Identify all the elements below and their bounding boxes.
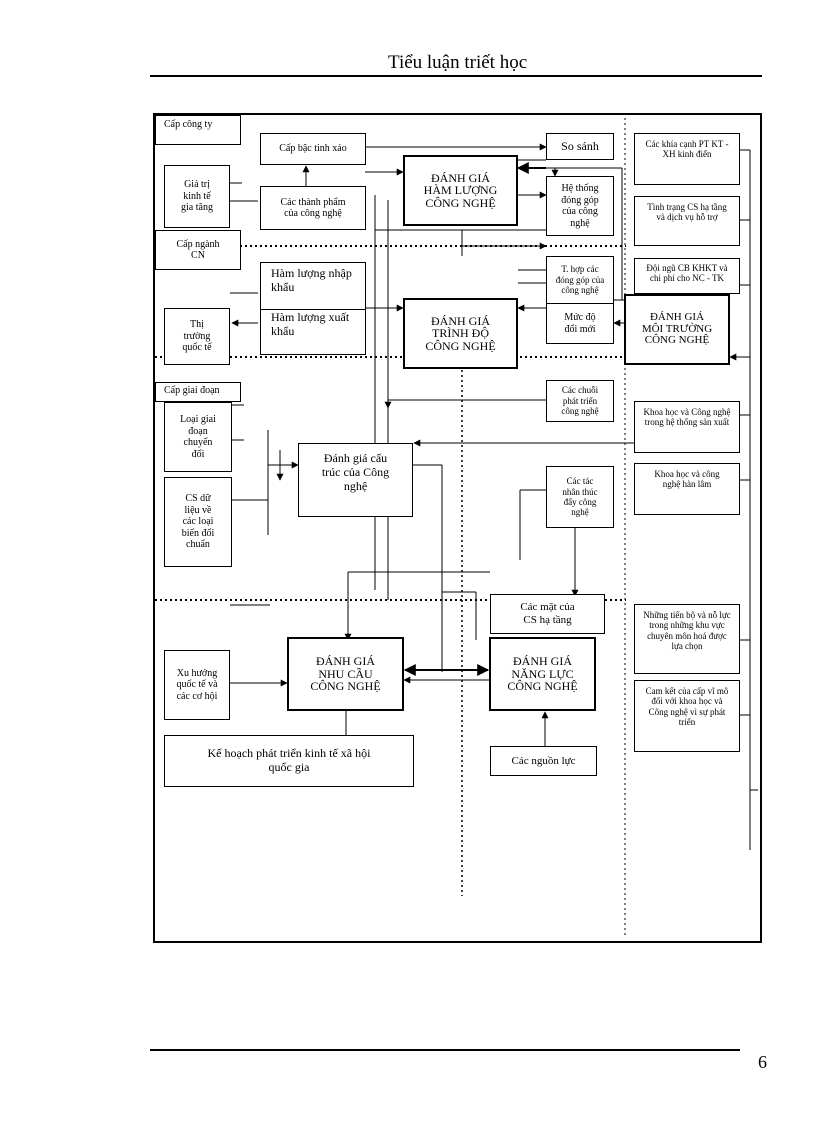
- progress-efforts-box: Những tiến bộ và nỗ lực trong những khu …: [634, 604, 740, 674]
- development-chains-box: Các chuỗi phát triển công nghệ: [546, 380, 614, 422]
- resources-box: Các nguồn lực: [490, 746, 597, 776]
- contribution-sum-box: T. hợp các đóng góp của công nghệ: [546, 256, 614, 304]
- finished-products-box: Các thành phẩm của công nghệ: [260, 186, 366, 230]
- infrastructure-status-box: Tình trạng CS hạ tầng và dịch vụ hỗ trợ: [634, 196, 740, 246]
- macro-commitment-box: Cam kết của cấp vĩ mô đối với khoa học v…: [634, 680, 740, 752]
- compare-box: So sánh: [546, 133, 614, 160]
- level-company: Cấp công ty: [155, 115, 241, 145]
- capability-eval-box: ĐÁNH GIÁ NĂNG LỰC CÔNG NGHỆ: [489, 637, 596, 711]
- rd-staff-box: Đội ngũ CB KHKT và chi phí cho NC - TK: [634, 258, 740, 294]
- export-content-box: Hàm lượng xuất khẩu: [260, 310, 366, 355]
- import-content-box: Hàm lượng nhập khẩu: [260, 262, 366, 310]
- infrastructure-aspects-box: Các mặt của CS hạ tầng: [490, 594, 605, 634]
- needs-eval-box: ĐÁNH GIÁ NHU CẦU CÔNG NGHỆ: [287, 637, 404, 711]
- page-header-title: Tiểu luận triết học: [388, 52, 528, 73]
- footer-rule: [150, 1049, 740, 1051]
- intl-market-box: Thị trường quốc tế: [164, 308, 230, 365]
- contribution-system-box: Hệ thống đóng góp của công nghệ: [546, 176, 614, 236]
- academic-science-box: Khoa học và công nghệ hàn lâm: [634, 463, 740, 515]
- data-base-box: CS dữ liệu về các loại biến đổi chuẩn: [164, 477, 232, 567]
- science-in-production-box: Khoa học và Công nghệ trong hệ thống sản…: [634, 401, 740, 453]
- content-eval-box: ĐÁNH GIÁ HÀM LƯỢNG CÔNG NGHỆ: [403, 155, 518, 226]
- diagram-frame: [153, 113, 762, 943]
- driving-factors-box: Các tác nhân thúc đẩy công nghệ: [546, 466, 614, 528]
- innovation-level-box: Mức độ đổi mới: [546, 304, 614, 344]
- value-added-box: Giá trị kinh tế gia tăng: [164, 165, 230, 228]
- national-plan-box: Kế hoạch phát triển kinh tế xã hội quốc …: [164, 735, 414, 787]
- level-stage: Cấp giai đoạn: [155, 382, 241, 402]
- intl-trends-box: Xu hướng quốc tế và các cơ hội: [164, 650, 230, 720]
- environment-eval-box: ĐÁNH GIÁ MÔI TRƯỜNG CÔNG NGHỆ: [624, 294, 730, 365]
- socioeconomic-box: Các khía cạnh PT KT - XH kinh điển: [634, 133, 740, 185]
- header-rule: [150, 75, 762, 77]
- structure-eval-box: Đánh giá cấu trúc của Công nghệ: [298, 443, 413, 517]
- page-number: 6: [758, 1052, 767, 1072]
- level-industry: Cấp ngành CN: [155, 230, 241, 270]
- skill-level-box: Cấp bậc tinh xảo: [260, 133, 366, 165]
- stage-type-box: Loại giai đoạn chuyển đổi: [164, 402, 232, 472]
- level-eval-box: ĐÁNH GIÁ TRÌNH ĐỘ CÔNG NGHỆ: [403, 298, 518, 369]
